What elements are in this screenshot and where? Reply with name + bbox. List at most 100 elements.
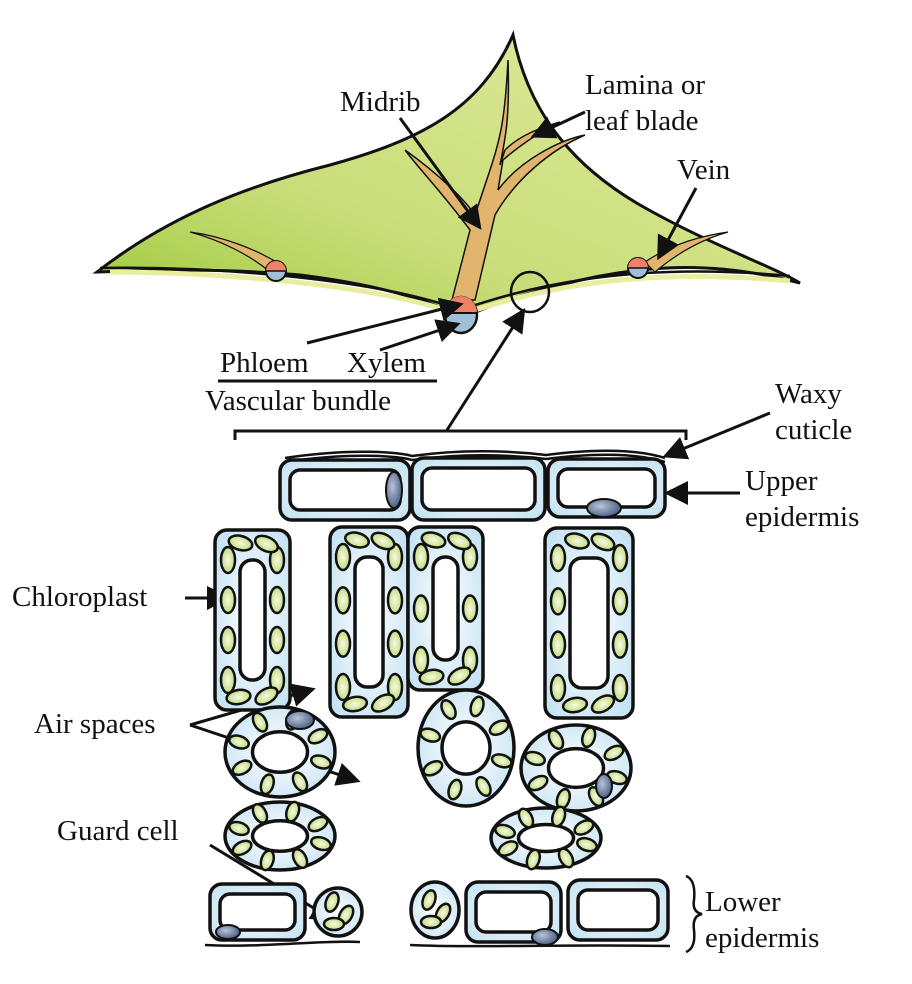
chloroplast: [370, 693, 396, 713]
small-vascular-bundle-left: [265, 260, 287, 282]
chloroplast: [564, 532, 590, 550]
label-vein: Vein: [677, 154, 731, 186]
chloroplast: [412, 542, 430, 572]
phloem-arrow: [306, 297, 464, 345]
xylem-arrow: [379, 319, 461, 352]
chloroplast: [307, 815, 329, 833]
chloroplast: [307, 727, 329, 745]
chloroplast: [291, 771, 309, 793]
vacuole: [440, 720, 492, 776]
waxy-cuticle-arrow: [662, 411, 771, 460]
chloroplast: [310, 754, 332, 770]
chloroplast: [228, 820, 250, 837]
cell-layers: [204, 456, 671, 948]
chloroplast: [259, 773, 276, 796]
chloroplast: [341, 695, 369, 713]
lamina-arrow: [530, 110, 586, 139]
vacuole: [288, 468, 402, 512]
nucleus: [531, 928, 559, 946]
label-lamina-2: leaf blade: [585, 105, 699, 137]
chloroplast: [469, 695, 485, 718]
nucleus: [215, 924, 241, 940]
chloroplast: [225, 688, 252, 706]
chloroplast: [611, 673, 629, 703]
label-upper-1: Upper: [745, 465, 818, 497]
chloroplast: [219, 665, 237, 695]
chloroplast: [231, 759, 253, 777]
magnify-arrow: [445, 307, 526, 431]
chloroplast: [527, 774, 549, 792]
vacuole: [474, 890, 553, 934]
labels: Midrib Lamina or leaf blade Vein Phloem …: [12, 69, 859, 954]
vacuole: [218, 892, 297, 932]
small-vascular-bundle-right: [627, 257, 649, 279]
vacuole: [250, 730, 310, 774]
label-midrib: Midrib: [340, 86, 421, 118]
chloroplast: [370, 531, 396, 551]
chloroplast: [547, 728, 565, 751]
vacuole: [238, 558, 267, 682]
chloroplast: [228, 734, 250, 750]
chloroplast: [580, 726, 597, 749]
chloroplast: [284, 800, 301, 823]
label-air-spaces: Air spaces: [34, 708, 156, 740]
midrib-arrow: [398, 117, 482, 230]
chloroplast: [549, 673, 567, 703]
guard-cell: [409, 880, 461, 940]
magnify-bracket: [233, 429, 688, 440]
vacuole: [431, 555, 460, 662]
chloroplast: [549, 630, 567, 659]
chloroplast: [310, 835, 332, 852]
chloroplast: [420, 531, 447, 549]
label-xylem: Xylem: [347, 347, 426, 379]
lower-epidermis-brace: [685, 874, 703, 954]
label-upper-2: epidermis: [745, 501, 859, 533]
chloroplast: [412, 645, 430, 675]
chloroplast: [291, 848, 309, 870]
chloroplast: [386, 586, 404, 615]
chloroplast: [334, 629, 352, 658]
chloroplast: [561, 696, 589, 714]
chloroplast: [334, 672, 352, 702]
chloroplast: [259, 849, 276, 872]
chloroplast: [412, 594, 430, 623]
chloroplast: [524, 750, 546, 767]
chloroplast: [446, 531, 473, 551]
chloroplast: [590, 532, 616, 552]
chloroplast: [219, 585, 237, 615]
vein-arrow: [657, 187, 698, 261]
nucleus: [385, 471, 403, 509]
chloroplast: [576, 836, 598, 853]
chloroplast: [227, 534, 254, 552]
chloroplast: [344, 531, 370, 549]
chloroplast: [497, 840, 519, 857]
label-guard-cell: Guard cell: [57, 815, 179, 847]
chloroplast: [219, 545, 237, 575]
lower-cuticle: [409, 943, 671, 948]
chloroplast: [549, 587, 567, 616]
vacuole: [576, 888, 660, 932]
chloroplast: [611, 543, 629, 573]
label-vascular-bundle: Vascular bundle: [205, 385, 391, 417]
label-phloem: Phloem: [220, 347, 309, 379]
chloroplast: [324, 891, 340, 913]
chloroplast: [494, 823, 516, 840]
guard-cell-arrow: [209, 843, 336, 922]
waxy-cuticle: [284, 449, 666, 464]
vacuole: [420, 466, 537, 512]
midrib-shape: [404, 59, 586, 301]
chloroplast: [334, 542, 352, 572]
chloroplast: [488, 719, 510, 737]
chloroplast: [475, 775, 492, 798]
chloroplast: [334, 586, 352, 615]
chloroplast: [573, 819, 595, 836]
chloroplast: [590, 694, 616, 714]
vacuole: [353, 555, 385, 689]
lower-cuticle: [204, 940, 361, 947]
chloroplast: [231, 839, 253, 857]
label-waxy-2: cuticle: [775, 414, 852, 446]
chloroplast: [422, 759, 444, 777]
chloroplast: [418, 668, 445, 686]
